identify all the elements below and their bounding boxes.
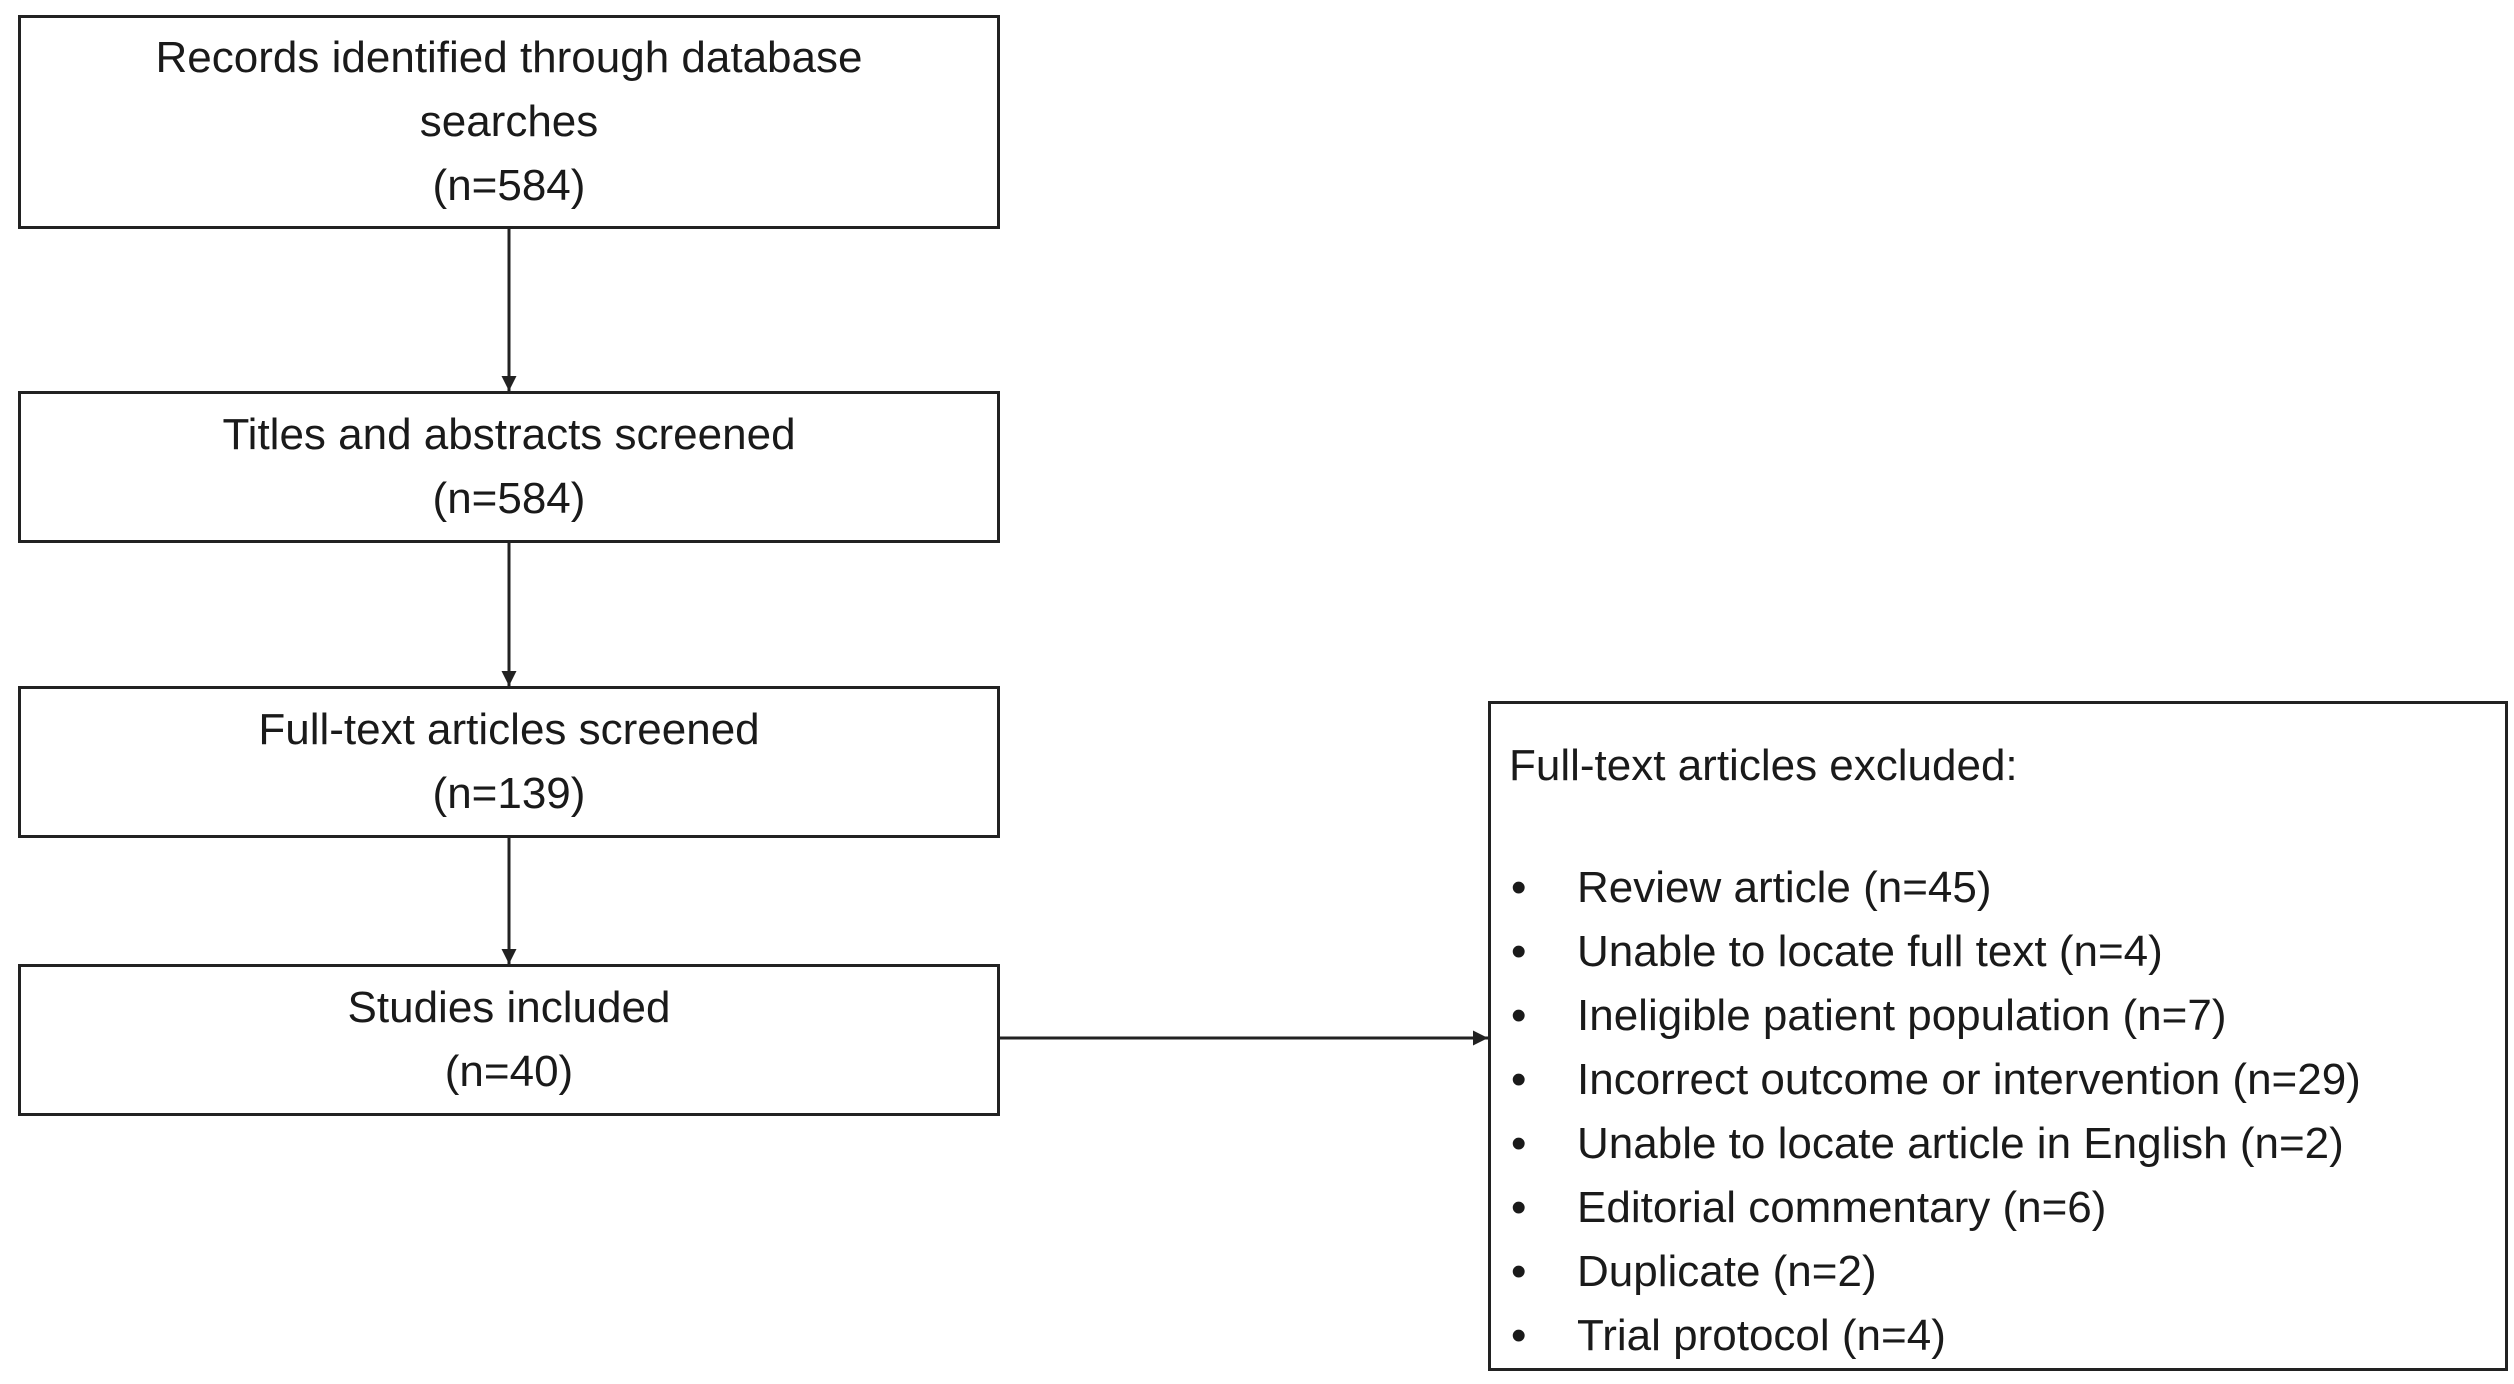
exclusion-reason-text: Ineligible patient population (n=7) xyxy=(1577,991,2227,1040)
records-identified-line-2: searches xyxy=(419,97,599,146)
bullet-icon: • xyxy=(1511,927,1527,976)
exclusion-reason-item: • Incorrect outcome or intervention (n=29… xyxy=(1509,1048,2505,1112)
bullet-icon: • xyxy=(1511,1119,1527,1168)
exclusion-reason-item: • Review article (n=45) xyxy=(1509,856,2505,920)
exclusion-reason-text: Editorial commentary (n=6) xyxy=(1577,1183,2107,1232)
bullet-icon: • xyxy=(1511,991,1527,1040)
titles-screened-label: Titles and abstracts screened xyxy=(222,410,796,459)
excluded-articles-box: Full-text articles excluded: • Review art… xyxy=(1488,701,2508,1371)
exclusion-reason-item: • Ineligible patient population (n=7) xyxy=(1509,984,2505,1048)
bullet-icon: • xyxy=(1511,863,1527,912)
exclusion-reason-item: • Unable to locate article in English (n=… xyxy=(1509,1112,2505,1176)
exclusion-reason-item: • Trial protocol (n=4) xyxy=(1509,1304,2505,1368)
exclusion-reason-text: Duplicate (n=2) xyxy=(1577,1247,1877,1296)
titles-screened-box: Titles and abstracts screened (n=584) xyxy=(18,391,1000,543)
fulltext-screened-box: Full-text articles screened (n=139) xyxy=(18,686,1000,838)
bullet-icon: • xyxy=(1511,1055,1527,1104)
studies-included-box: Studies included (n=40) xyxy=(18,964,1000,1116)
exclusion-reason-item: • Editorial commentary (n=6) xyxy=(1509,1176,2505,1240)
exclusion-reasons-list: • Review article (n=45) • Unable to locate… xyxy=(1509,856,2505,1368)
studies-included-count: (n=40) xyxy=(444,1047,574,1096)
bullet-icon: • xyxy=(1511,1311,1527,1360)
bullet-icon: • xyxy=(1511,1183,1527,1232)
records-identified-line-1: Records identified through database xyxy=(155,33,863,82)
exclusion-reason-text: Unable to locate full text (n=4) xyxy=(1577,927,2163,976)
records-identified-count: (n=584) xyxy=(432,161,586,210)
fulltext-screened-label: Full-text articles screened xyxy=(258,705,760,754)
excluded-title: Full-text articles excluded: xyxy=(1509,741,2018,790)
exclusion-reason-text: Incorrect outcome or intervention (n=29) xyxy=(1577,1055,2361,1104)
studies-included-label: Studies included xyxy=(347,983,671,1032)
exclusion-reason-text: Trial protocol (n=4) xyxy=(1577,1311,1946,1360)
exclusion-reason-text: Review article (n=45) xyxy=(1577,863,1992,912)
exclusion-reason-text: Unable to locate article in English (n=2… xyxy=(1577,1119,2344,1168)
exclusion-reason-item: • Duplicate (n=2) xyxy=(1509,1240,2505,1304)
titles-screened-count: (n=584) xyxy=(432,474,586,523)
exclusion-reason-item: • Unable to locate full text (n=4) xyxy=(1509,920,2505,984)
fulltext-screened-count: (n=139) xyxy=(432,769,586,818)
bullet-icon: • xyxy=(1511,1247,1527,1296)
records-identified-box: Records identified through database sear… xyxy=(18,15,1000,229)
